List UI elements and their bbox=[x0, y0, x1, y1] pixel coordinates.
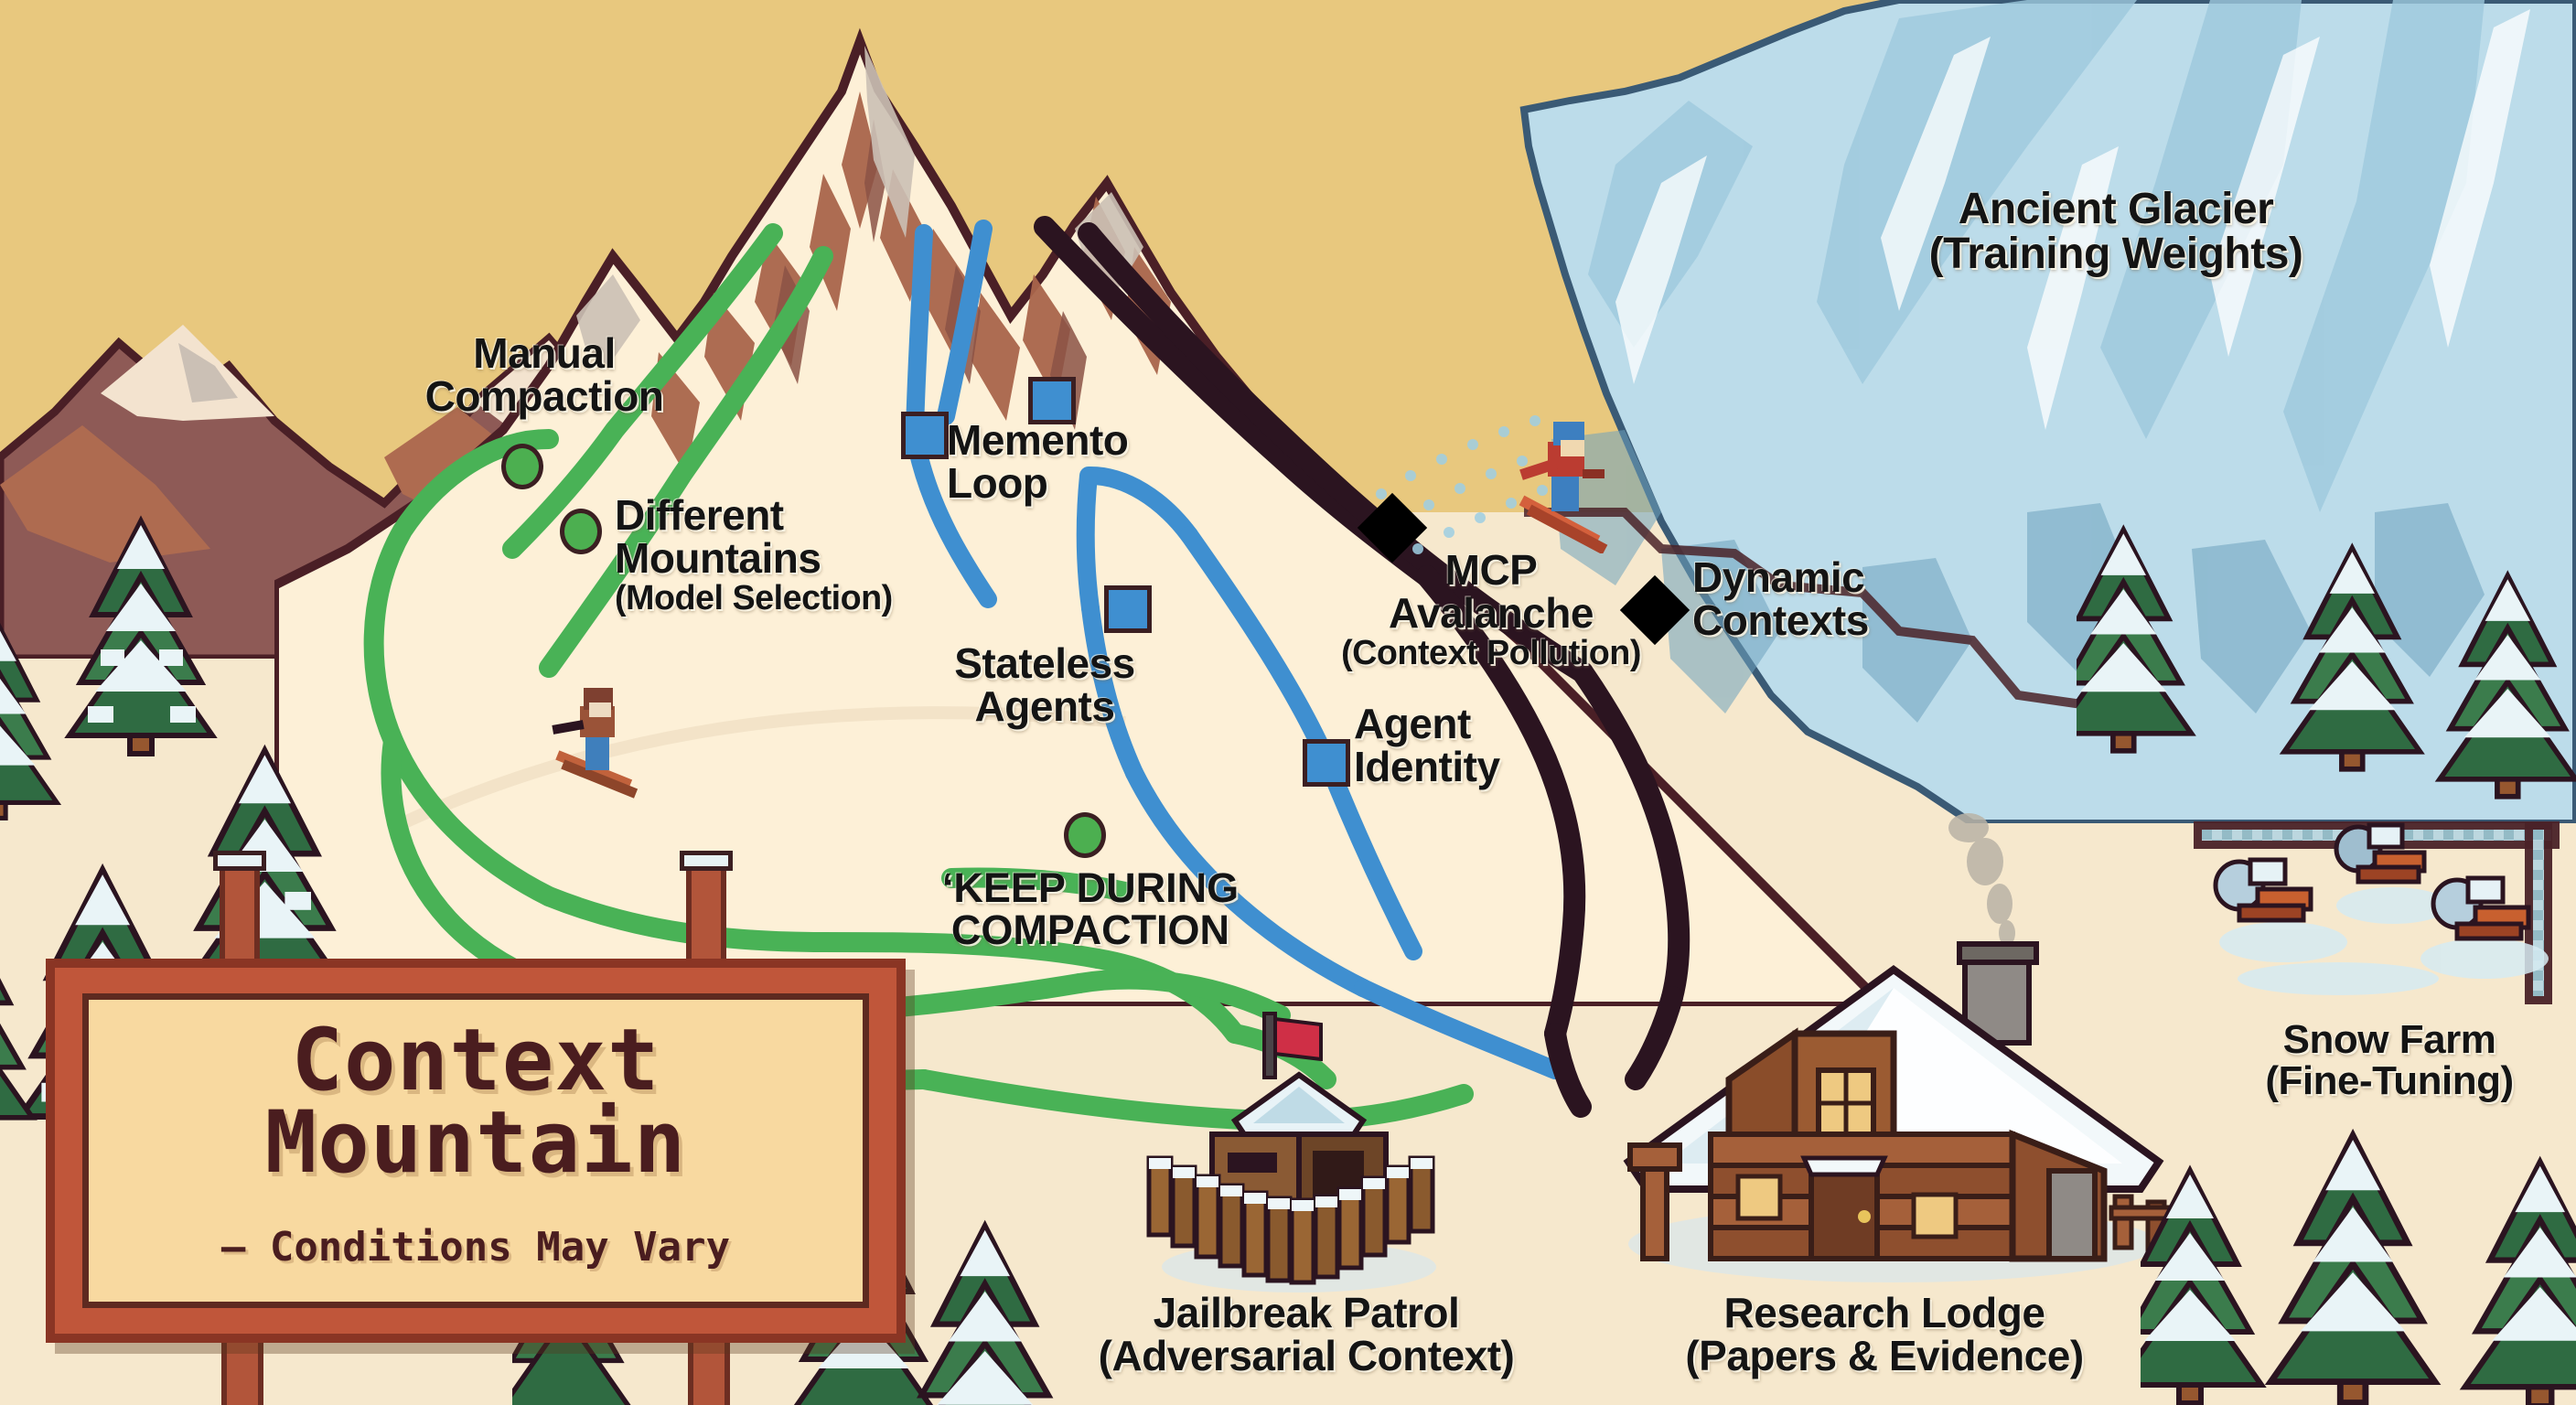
smoke-icon bbox=[1948, 813, 2015, 946]
marker-blue-memento-loop-a[interactable] bbox=[901, 412, 949, 459]
label-stateless-agents: Stateless Agents bbox=[954, 639, 1135, 730]
label-jailbreak-patrol: Jailbreak Patrol (Adversarial Context) bbox=[1098, 1289, 1515, 1379]
label-ancient-glacier: Ancient Glacier (Training Weights) bbox=[1928, 185, 2303, 278]
marker-green-keep-during-compaction[interactable] bbox=[1064, 812, 1106, 858]
sign-post-left bbox=[220, 863, 260, 973]
sign-face: Context Mountain – Conditions May Vary bbox=[82, 993, 869, 1308]
sign-subtitle: – Conditions May Vary bbox=[220, 1224, 731, 1271]
skier-icon-green-run bbox=[552, 688, 639, 799]
sign-post-left-snowcap bbox=[213, 851, 266, 871]
marker-blue-memento-loop-b[interactable] bbox=[1028, 377, 1076, 424]
marker-blue-stateless-agents[interactable] bbox=[1104, 585, 1152, 633]
label-different-mountains: Different Mountains (Model Selection) bbox=[615, 491, 893, 617]
sign-post-right bbox=[686, 863, 726, 973]
resort-sign[interactable]: Context Mountain – Conditions May Vary bbox=[46, 851, 906, 1405]
label-research-lodge: Research Lodge (Papers & Evidence) bbox=[1685, 1289, 2084, 1379]
sign-post-right-snowcap bbox=[680, 851, 733, 871]
sign-frame: Context Mountain – Conditions May Vary bbox=[46, 959, 906, 1343]
pine-tree-icon-bottom-right-cluster bbox=[2141, 1128, 2576, 1405]
marker-green-manual-compaction[interactable] bbox=[501, 444, 543, 489]
pine-tree-icon-right-cluster bbox=[2077, 524, 2576, 799]
sign-title: Context Mountain bbox=[264, 1011, 687, 1194]
label-dynamic-contexts: Dynamic Contexts bbox=[1692, 553, 1869, 644]
label-manual-compaction: Manual Compaction bbox=[424, 329, 664, 420]
snow-cannon-icon bbox=[2213, 822, 2549, 995]
marker-green-different-mountains[interactable] bbox=[560, 509, 602, 554]
skier-icon-black-run bbox=[1519, 422, 1608, 553]
patrol-hut-icon bbox=[1146, 1012, 1436, 1292]
label-keep-during-compaction: ‘KEEP DURING COMPACTION bbox=[941, 864, 1240, 953]
marker-blue-agent-identity[interactable] bbox=[1303, 739, 1350, 787]
label-memento-loop: Memento Loop bbox=[947, 416, 1129, 507]
label-agent-identity: Agent Identity bbox=[1354, 700, 1500, 790]
label-snow-farm: Snow Farm (Fine-Tuning) bbox=[2265, 1017, 2514, 1103]
label-mcp-avalanche: MCP Avalanche (Context Pollution) bbox=[1341, 546, 1641, 671]
ancient-glacier-mass bbox=[1519, 0, 2576, 823]
log-cabin-icon bbox=[1623, 813, 2173, 1282]
